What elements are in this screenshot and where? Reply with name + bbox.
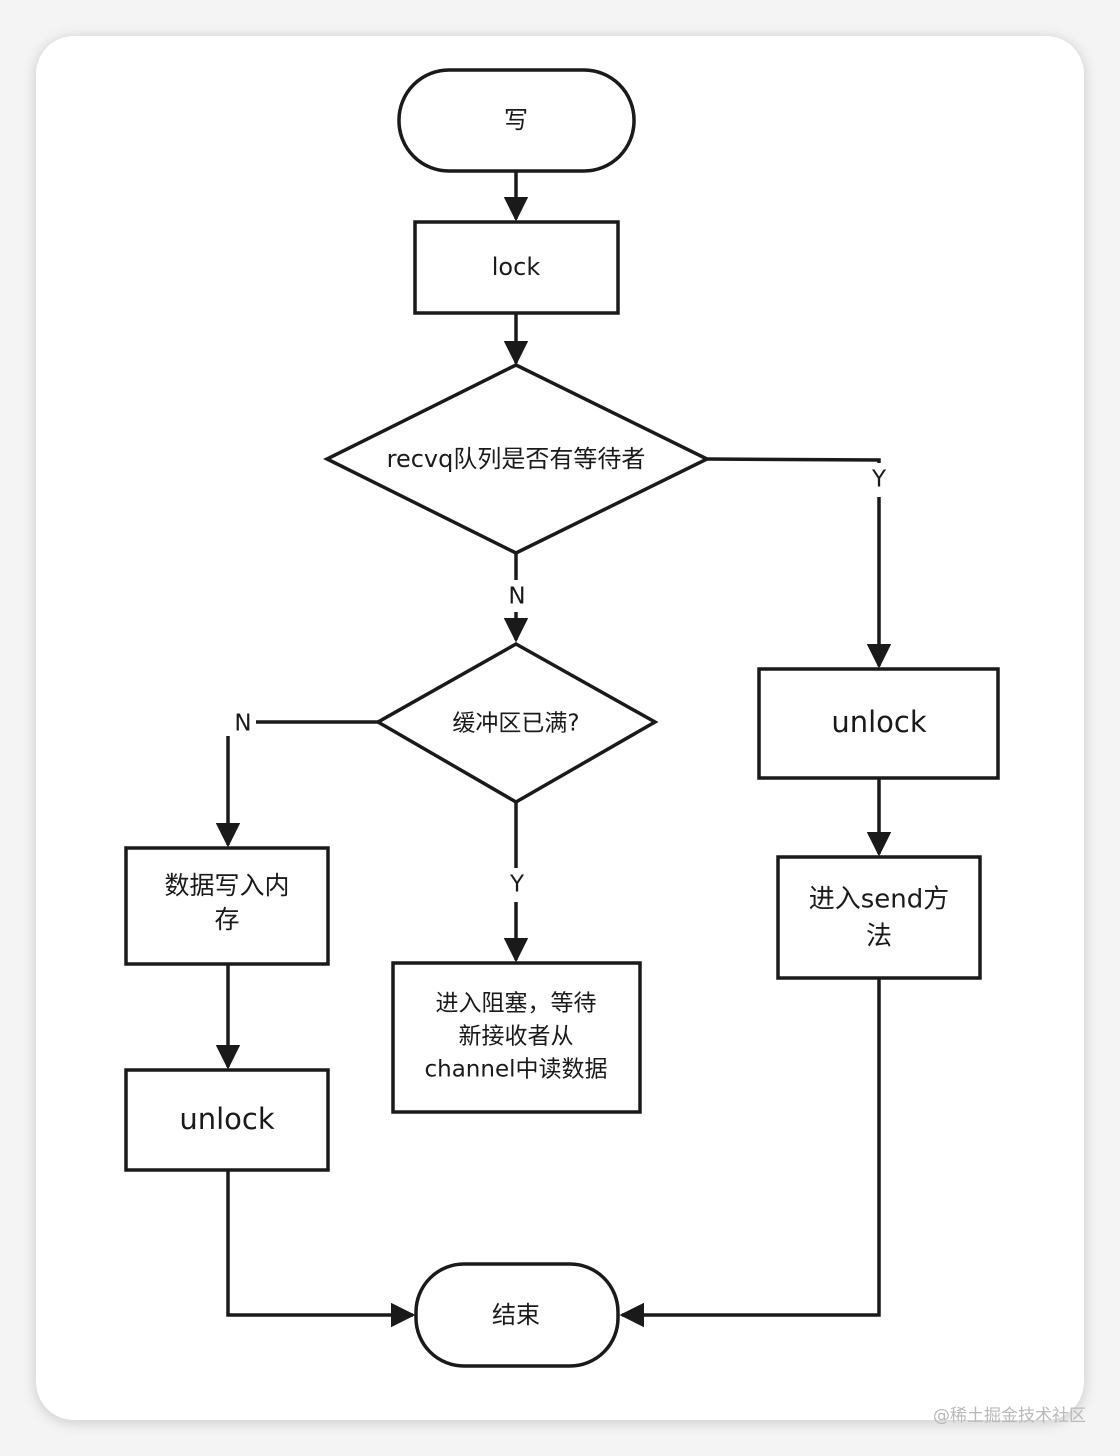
unlock-right-box [757, 667, 1000, 780]
write-memory-box [124, 846, 330, 966]
recvq-decision [323, 363, 711, 555]
unlock-left-box [124, 1068, 330, 1172]
nodes [124, 68, 1000, 1368]
block-wait-box [391, 961, 642, 1114]
recvq-label: recvq队列是否有等待者 [387, 445, 646, 473]
block-wait-label-line3: channel中读数据 [424, 1057, 607, 1083]
edge-label-recvq-yes: Y [871, 467, 887, 493]
edge-label-buffer-no: N [234, 711, 251, 737]
end-terminal [414, 1262, 620, 1368]
start-terminal [397, 68, 636, 173]
edge-recvq-yes-top [706, 457, 881, 463]
edge-label-recvq-no: N [508, 584, 525, 610]
send-method-label-line1: 进入send方 [809, 885, 950, 915]
node-labels: 写 lock recvq队列是否有等待者 缓冲区已满? unlock 进入sen… [164, 106, 949, 1329]
unlock-right-label: unlock [831, 705, 927, 739]
edge-labels: Y N N Y [234, 467, 887, 898]
block-wait-label-line2: 新接收者从 [459, 1024, 574, 1050]
connectors [215, 171, 892, 1328]
lock-label: lock [492, 253, 541, 281]
write-memory-label-line2: 存 [214, 905, 239, 934]
unlock-left-label: unlock [179, 1102, 275, 1136]
send-method-label-line2: 法 [866, 922, 892, 952]
watermark: @稀土掘金技术社区 [933, 1406, 1086, 1426]
lock-box [413, 220, 620, 315]
edge-label-buffer-yes: Y [509, 872, 525, 898]
write-memory-label-line1: 数据写入内 [164, 871, 289, 900]
edge-unlock-to-end [226, 1170, 416, 1328]
send-method-box [776, 855, 982, 980]
start-label: 写 [504, 106, 528, 134]
edge-send-to-end [619, 978, 881, 1328]
buffer-label: 缓冲区已满? [452, 711, 579, 737]
block-wait-label-line1: 进入阻塞，等待 [436, 991, 597, 1017]
end-label: 结束 [492, 1301, 540, 1329]
buffer-decision [374, 641, 659, 805]
